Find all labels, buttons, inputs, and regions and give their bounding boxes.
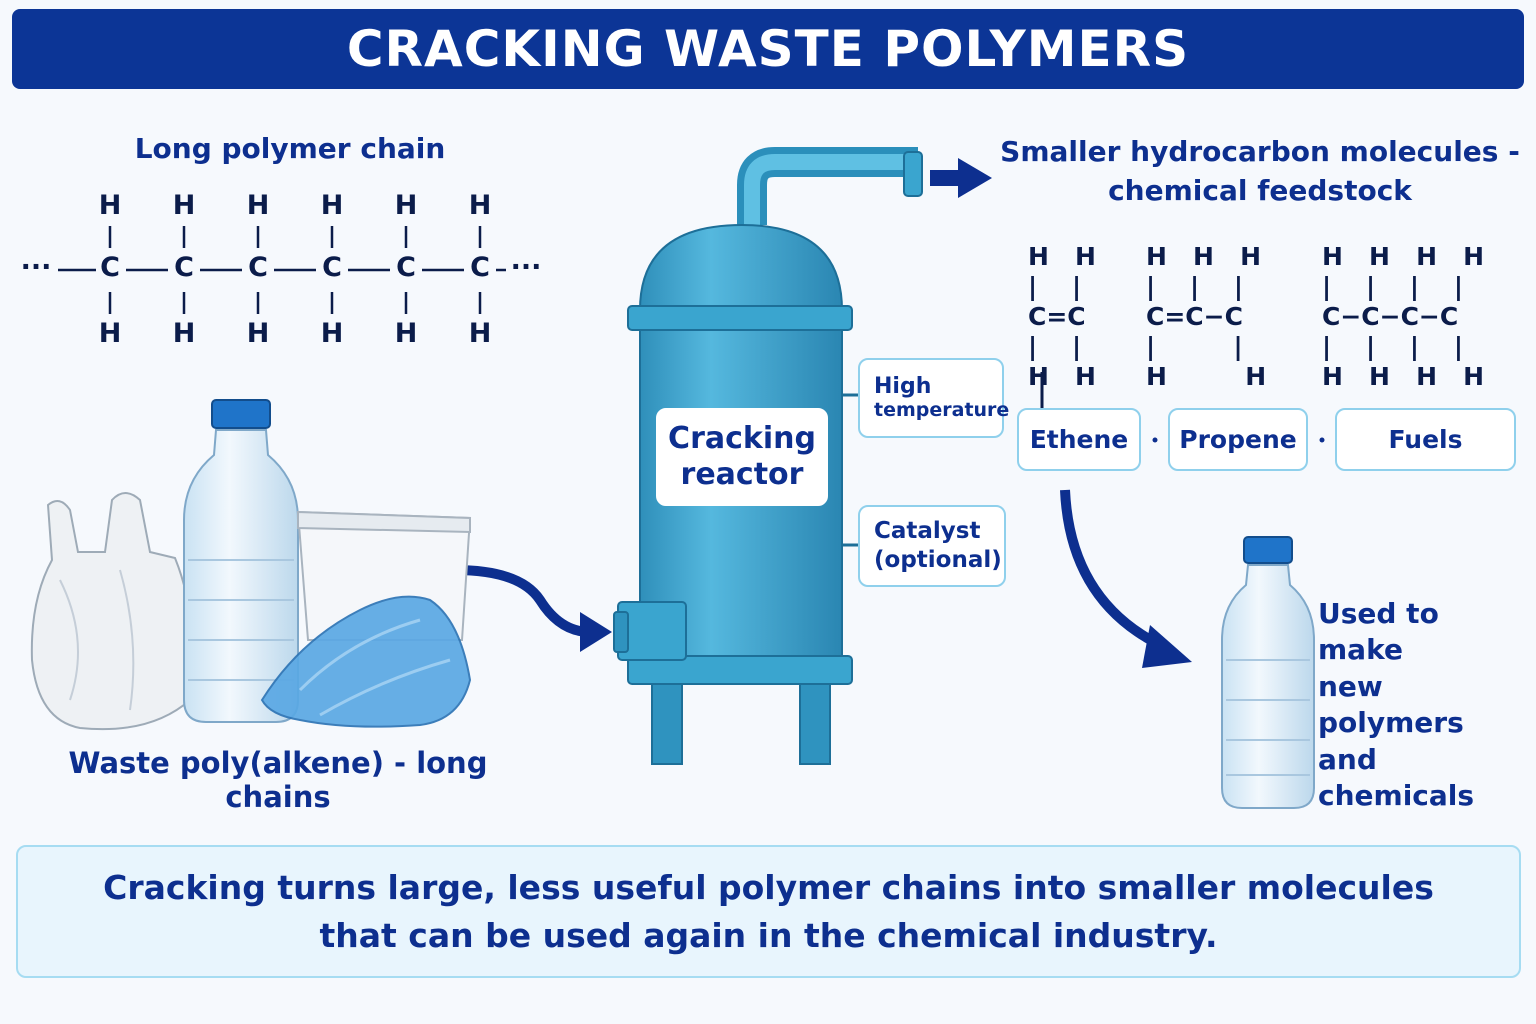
condition-1-line1: High — [874, 374, 932, 400]
chain-c-5: C — [470, 252, 490, 283]
polymer-chain-structure: H H H H H H C C C C C C ··· ··· H H H H H H — [18, 192, 558, 352]
chain-c-3: C — [322, 252, 342, 283]
reactor-label-line2: reactor — [680, 457, 804, 492]
chain-bonds — [58, 226, 506, 314]
summary-box: Cracking turns large, less useful polyme… — [16, 845, 1521, 978]
reactor-label-line1: Cracking — [668, 421, 816, 456]
product-propene-label: Propene — [1179, 425, 1297, 454]
condition-catalyst: Catalyst (optional) — [858, 505, 1006, 587]
reuse-line3: and chemicals — [1318, 742, 1475, 812]
chain-h-top-0: H — [98, 190, 122, 221]
chain-c-1: C — [174, 252, 194, 283]
reuse-line1: Used to make — [1318, 597, 1439, 667]
reactor-label: Cracking reactor — [656, 408, 828, 506]
chain-h-bottom-2: H — [246, 318, 270, 349]
chain-h-top-1: H — [172, 190, 196, 221]
title-banner: CRACKING WASTE POLYMERS — [12, 9, 1524, 89]
chain-h-bottom-0: H — [98, 318, 122, 349]
chain-h-bottom-5: H — [468, 318, 492, 349]
input-arrow — [454, 565, 612, 652]
chain-ellipsis-left: ··· — [20, 252, 52, 283]
butane-formula: H H H H | | | | C−C−C−C | | | | H H H H — [1322, 242, 1485, 391]
reuse-label: Used to make new polymers and chemicals — [1318, 596, 1528, 814]
product-ethene-label: Ethene — [1029, 425, 1129, 454]
reuse-arrow — [1060, 489, 1192, 668]
chain-h-bottom-1: H — [172, 318, 196, 349]
product-propene: Propene — [1168, 408, 1308, 471]
chain-c-2: C — [248, 252, 268, 283]
chain-c-0: C — [100, 252, 120, 283]
waste-label: Waste poly(alkene) - long chains — [68, 746, 488, 814]
product-ethene: Ethene — [1017, 408, 1141, 471]
waste-plastics — [30, 399, 472, 731]
products-heading-line2: chemical feedstock — [1108, 174, 1412, 208]
chain-h-top-4: H — [394, 190, 418, 221]
summary-line2: that can be used again in the chemical i… — [319, 915, 1218, 955]
chain-h-top-2: H — [246, 190, 270, 221]
chain-h-top-3: H — [320, 190, 344, 221]
products-heading-line1: Smaller hydrocarbon molecules - — [1000, 135, 1520, 168]
propene-structure: H H H | | | C=C−C | | H H — [1146, 242, 1266, 392]
propene-formula: H H H | | | C=C−C | | H H — [1146, 242, 1267, 391]
chain-h-top-5: H — [468, 190, 492, 221]
condition-1-line2: temperature — [874, 398, 1010, 421]
product-fuels-label: Fuels — [1388, 425, 1463, 454]
condition-2-line1: Catalyst — [874, 518, 981, 545]
new-bottle — [1221, 536, 1315, 809]
chain-h-bottom-3: H — [320, 318, 344, 349]
ethene-formula: H H | | C=C | | H H — [1028, 242, 1096, 391]
output-arrow — [930, 158, 992, 198]
product-fuels: Fuels — [1335, 408, 1516, 471]
reuse-line2: new polymers — [1318, 669, 1464, 740]
condition-high-temperature: High temperature — [858, 358, 1009, 438]
page-title: CRACKING WASTE POLYMERS — [346, 20, 1190, 78]
polymer-chain-heading: Long polymer chain — [134, 132, 446, 165]
summary-line1: Cracking turns large, less useful polyme… — [103, 867, 1434, 907]
products-heading: Smaller hydrocarbon molecules - chemical… — [1000, 132, 1520, 210]
ethene-structure: H H | | C=C | | H H — [1028, 242, 1096, 392]
chain-c-4: C — [396, 252, 416, 283]
chain-h-bottom-4: H — [394, 318, 418, 349]
butane-structure: H H H H | | | | C−C−C−C | | | | H H H H — [1322, 242, 1484, 392]
condition-2-line2: (optional) — [874, 547, 1002, 573]
chain-ellipsis-right: ··· — [510, 252, 542, 283]
